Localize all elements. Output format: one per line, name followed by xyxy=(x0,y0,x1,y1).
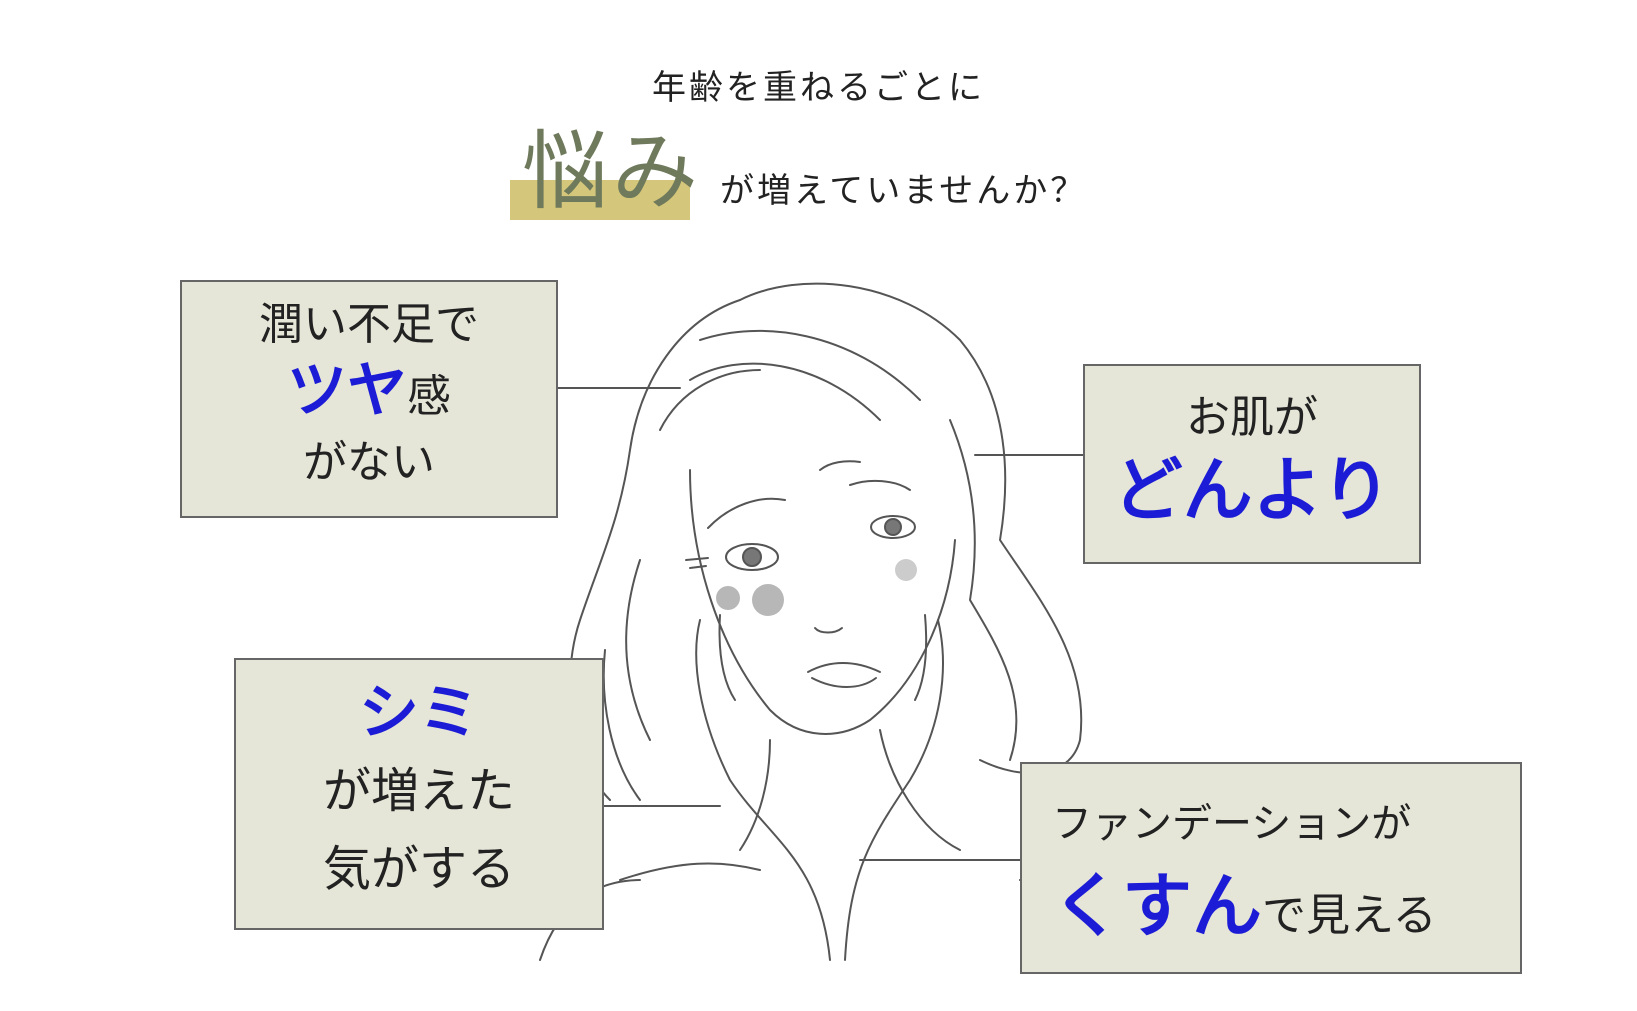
subtitle: 年齢を重ねるごとに xyxy=(652,68,985,108)
concern-box-dull: お肌が どんより xyxy=(1083,364,1421,564)
concern-box-foundation: ファンデーションが くすんで見える xyxy=(1020,762,1522,974)
right-hand xyxy=(844,619,944,961)
headline-highlight-bar xyxy=(510,180,690,220)
concern-text: が増えた xyxy=(322,763,515,819)
hair-outline-right xyxy=(739,282,1083,775)
right-eye xyxy=(870,515,916,539)
concern-text: がない xyxy=(303,437,435,488)
concern-box-spots: シミ が増えた 気がする xyxy=(234,658,604,930)
concern-highlight: ツヤ xyxy=(287,356,407,426)
concern-text: ファンデーションが xyxy=(1052,801,1412,847)
concern-text: お肌が xyxy=(1186,392,1318,443)
headline-rest: が増えていませんか？ xyxy=(720,171,1088,211)
concern-highlight: シミ xyxy=(359,678,479,748)
face-outline xyxy=(689,469,956,735)
concern-text: 気がする xyxy=(322,841,515,897)
concern-highlight: くすん xyxy=(1052,865,1262,947)
concern-highlight: どんより xyxy=(1112,449,1392,531)
concern-box-gloss: 潤い不足で ツヤ感 がない xyxy=(180,280,558,518)
headline-highlight-word: 悩み xyxy=(522,122,702,222)
left-eye xyxy=(725,543,779,571)
left-hand xyxy=(695,619,831,961)
headline: 悩み が増えていませんか？ xyxy=(510,125,1150,235)
concern-text: 潤い不足で xyxy=(259,299,479,350)
